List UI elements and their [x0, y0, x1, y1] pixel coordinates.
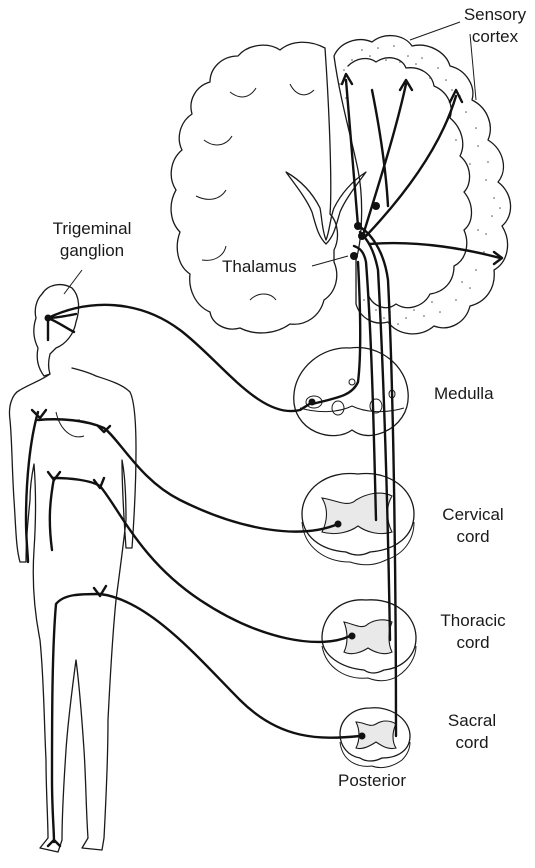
cortex-branch: [372, 90, 388, 206]
thoracic-line2: cord: [428, 632, 518, 654]
posterior-label: Posterior: [338, 770, 406, 792]
cervical-section: [302, 473, 414, 564]
thalamo-cortical-3: [366, 90, 462, 236]
trunk-left-branch: [50, 478, 54, 550]
cervical-grey-matter: [322, 493, 392, 534]
cortex-stipple: [339, 45, 501, 325]
nerve-pathways: [26, 74, 502, 846]
medulla-entry-dot: [309, 399, 316, 406]
sacral-entry-dot: [359, 733, 366, 740]
lower-body-nerve: [100, 594, 360, 738]
cervical-line1: Cervical: [430, 504, 516, 526]
trigeminal-leader: [64, 270, 82, 294]
thoracic-label: Thoracic cord: [428, 610, 518, 654]
medulla-label: Medulla: [434, 383, 494, 405]
relay-dot-3: [350, 252, 358, 260]
trigeminal-label: Trigeminal ganglion: [22, 218, 162, 262]
relay-dot-1: [354, 222, 362, 230]
trigeminal-line1: Trigeminal: [22, 218, 162, 240]
brain-section: [171, 36, 510, 334]
sacral-line2: cord: [434, 732, 510, 754]
sacral-label: Sacral cord: [434, 710, 510, 754]
thalamo-cortical-4: [370, 243, 502, 264]
trigeminal-ganglion-dot: [45, 315, 52, 322]
human-figure: [9, 285, 136, 852]
sacral-line1: Sacral: [434, 710, 510, 732]
sensory-cortex-line1: Sensory: [456, 4, 534, 26]
thalamus-label: Thalamus: [222, 256, 297, 278]
thalamo-cortical-2: [364, 80, 412, 232]
thalamus-leader: [312, 256, 348, 266]
right-hemisphere: [334, 36, 511, 334]
trigeminal-nerve: [48, 305, 312, 411]
relay-dot-4: [372, 202, 380, 210]
ascending-tract-1: [358, 226, 396, 736]
sensory-cortex-label: Sensory cortex: [456, 4, 534, 48]
leg-nerve: [52, 594, 100, 842]
relay-dot-2: [358, 232, 366, 240]
arm-nerve: [26, 412, 38, 562]
cervical-label: Cervical cord: [430, 504, 516, 548]
sensory-cortex-line2: cortex: [456, 26, 534, 48]
medulla-inner: [300, 406, 404, 412]
thoracic-line1: Thoracic: [428, 610, 518, 632]
trigeminal-line2: ganglion: [22, 240, 162, 262]
cervical-line2: cord: [430, 526, 516, 548]
lower-branch-ends: [48, 586, 106, 846]
trunk-nerve: [54, 478, 350, 642]
cervical-entry-dot: [335, 521, 342, 528]
thoracic-entry-dot: [349, 633, 356, 640]
figure-shoulder-lines: [56, 412, 84, 437]
left-hemisphere: [171, 42, 337, 333]
trigeminal-face-branches: [48, 314, 76, 340]
